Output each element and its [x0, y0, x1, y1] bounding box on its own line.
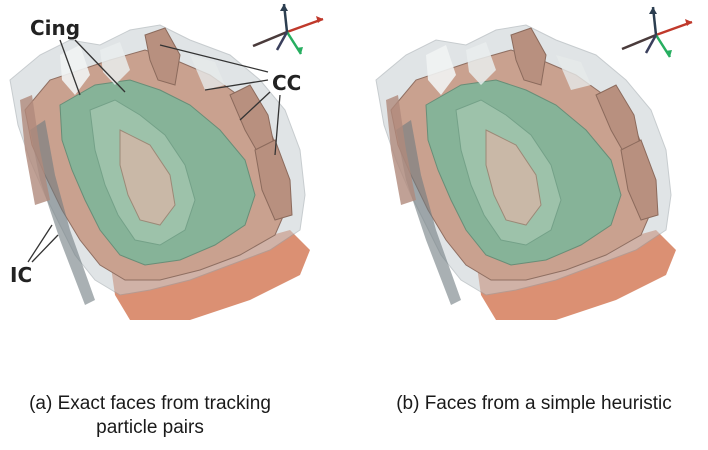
- label-cc: CC: [272, 71, 301, 95]
- panel-a-render: Cing CC IC: [0, 0, 340, 380]
- axis-triad-icon: [251, 2, 325, 56]
- caption-a: (a) Exact faces from tracking particle p…: [0, 392, 300, 440]
- caption-a-line1: (a) Exact faces from tracking: [29, 393, 271, 414]
- label-cing: Cing: [30, 16, 80, 40]
- label-ic: IC: [10, 263, 32, 287]
- panel-b-render: [366, 0, 706, 380]
- caption-a-line2: particle pairs: [96, 417, 204, 438]
- caption-b: (b) Faces from a simple heuristic: [360, 392, 708, 416]
- axis-triad-icon: [620, 5, 694, 59]
- caption-b-line1: (b) Faces from a simple heuristic: [396, 393, 672, 414]
- annotation-lines: [27, 39, 281, 263]
